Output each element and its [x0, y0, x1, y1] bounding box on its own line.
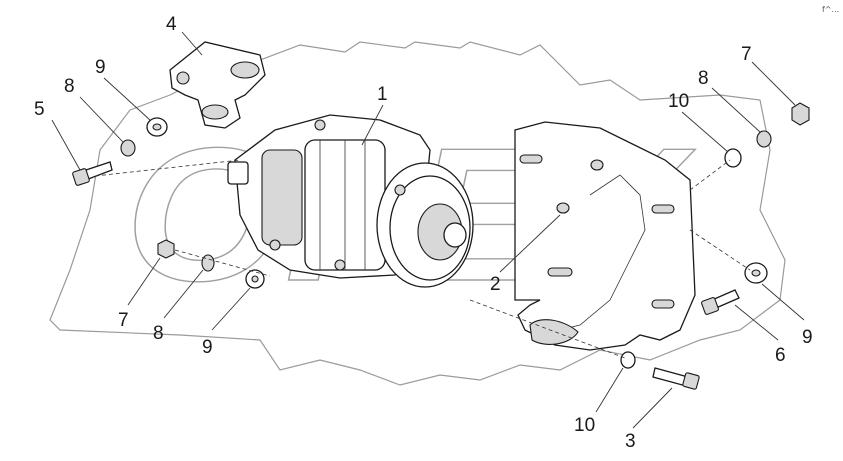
part-washer-lower [620, 351, 636, 369]
callout-6: 6 [775, 345, 786, 366]
corner-mark: f^... [822, 5, 839, 14]
part-long-bolt-bottom [652, 367, 700, 390]
part-lock-washer-lower-left [201, 254, 215, 272]
callout-2: 2 [490, 274, 501, 295]
callout-9-lower-left: 9 [202, 337, 213, 358]
callout-5: 5 [34, 99, 45, 120]
part-mounting-plate [514, 121, 696, 351]
callout-10-upper-right: 10 [668, 91, 689, 112]
part-flat-washer-upper-left [146, 117, 168, 137]
callout-4: 4 [166, 14, 177, 35]
part-bracket [169, 41, 266, 129]
callout-9-right: 9 [802, 327, 813, 348]
callout-8-upper-right: 8 [698, 68, 709, 89]
part-lock-washer-upper-left [120, 139, 136, 157]
callout-10-lower: 10 [574, 415, 595, 436]
part-lock-washer-upper-right [756, 130, 772, 148]
callout-3: 3 [625, 431, 636, 452]
callout-labels: 1 2 3 4 5 6 7 7 8 8 8 9 9 9 10 10 [34, 14, 813, 452]
part-compressor [227, 114, 474, 288]
callout-1: 1 [377, 84, 388, 105]
part-nut-upper-right [791, 102, 810, 126]
callout-8-lower-left: 8 [153, 323, 164, 344]
part-flat-washer-lower-left [245, 269, 265, 289]
callout-9-upper-left: 9 [95, 57, 106, 78]
part-washer-upper-right [724, 148, 742, 168]
leader-lines [51, 31, 805, 429]
callout-7-lower-left: 7 [118, 310, 129, 331]
part-bolt-right [701, 289, 740, 315]
part-bolt-left [72, 161, 113, 186]
part-flat-washer-right [744, 262, 768, 284]
callout-7-upper-right: 7 [741, 44, 752, 65]
callout-8-upper-left: 8 [64, 76, 75, 97]
part-nut-lower-left [157, 239, 175, 259]
